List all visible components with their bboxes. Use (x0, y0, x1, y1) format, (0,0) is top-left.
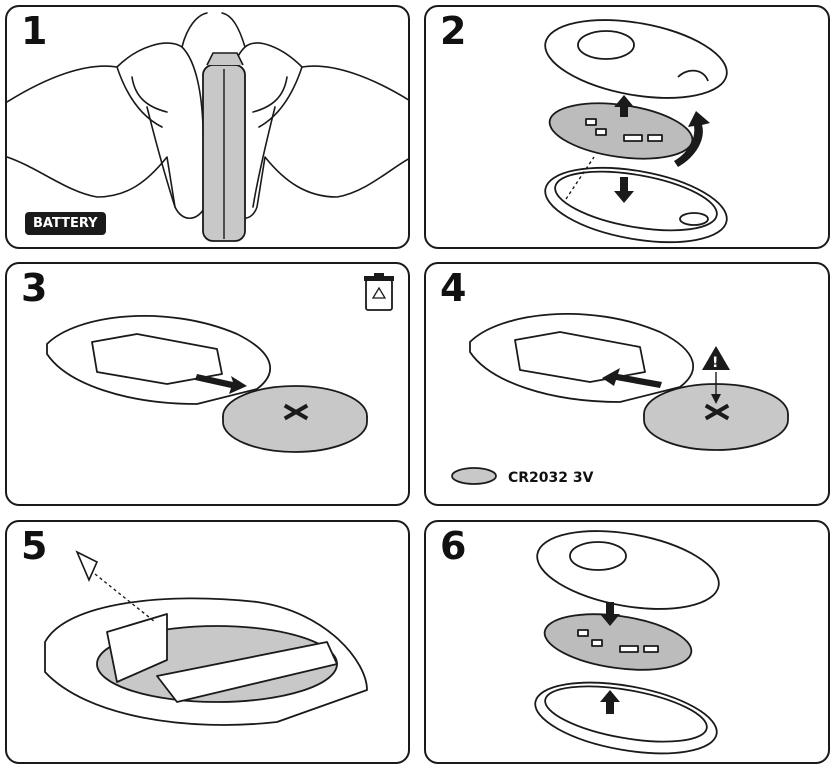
battery-badge: BATTERY (25, 212, 106, 235)
step-3-panel: 3 (5, 262, 410, 506)
step-6-panel: 6 (424, 520, 830, 764)
battery-type-label: CR2032 3V (508, 470, 594, 486)
step-number: 1 (21, 9, 47, 53)
step-4-panel: ! 4 CR2032 3V (424, 262, 830, 506)
step-number: 6 (440, 524, 466, 568)
step-number: 2 (440, 9, 466, 53)
hands-holding-remote-illustration (7, 12, 408, 242)
step-number: 3 (21, 266, 47, 310)
remote-reassembly-illustration (534, 530, 720, 755)
step-number: 4 (440, 266, 466, 310)
check-battery-illustration (44, 550, 368, 726)
step-2-panel: 2 (424, 5, 830, 249)
svg-text:!: ! (712, 355, 718, 371)
remote-disassembly-illustration (544, 19, 728, 243)
remove-battery-illustration (46, 315, 368, 453)
recycle-bin-icon (364, 273, 394, 311)
step-number: 5 (21, 524, 47, 568)
step-1-panel: 1 BATTERY (5, 5, 410, 249)
step-5-panel: 5 (5, 520, 410, 764)
insert-battery-illustration: ! (451, 313, 789, 485)
